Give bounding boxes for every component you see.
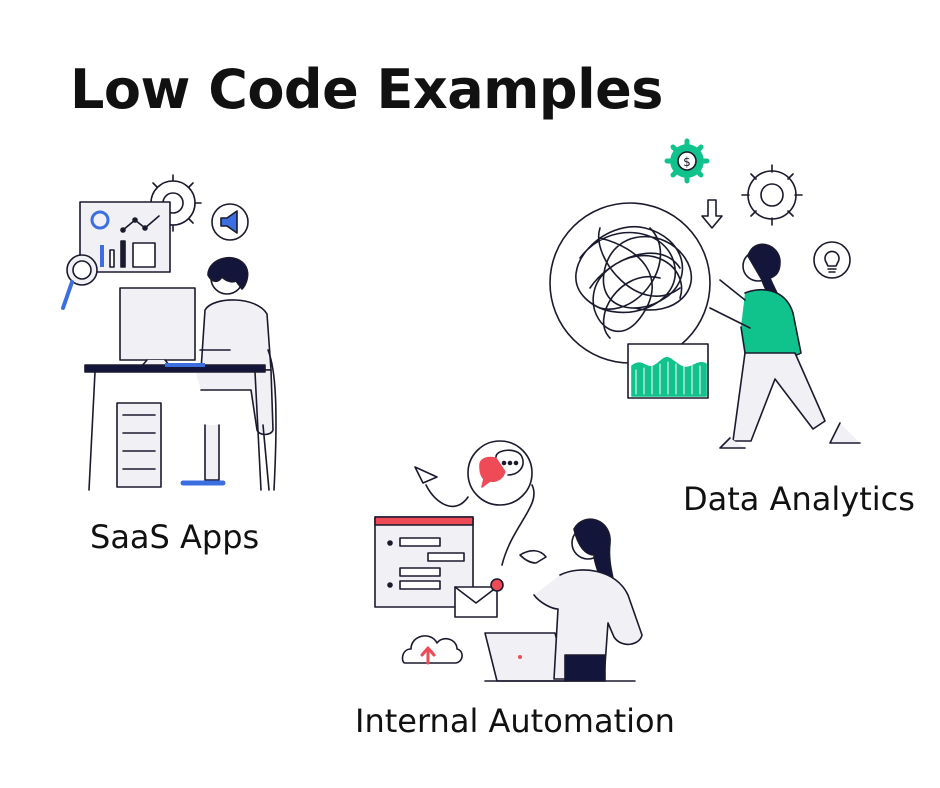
svg-text:$: $ [683, 155, 691, 169]
megaphone-icon [211, 203, 249, 241]
area-chart-icon [627, 343, 709, 399]
example-label-saas-apps: SaaS Apps [90, 518, 260, 556]
analytics-board-icon [79, 201, 171, 273]
woman-presenting-illustration [519, 518, 643, 682]
data-analytics-illustration: $ [540, 138, 910, 468]
example-label-internal-automation: Internal Automation [355, 702, 675, 740]
chat-bubble-icon [467, 440, 535, 566]
tangled-data-ball [549, 202, 711, 364]
cloud-upload-icon [401, 635, 463, 665]
dollar-gear-icon: $ [664, 138, 710, 184]
saas-apps-illustration [55, 165, 305, 495]
gear-icon [741, 164, 803, 226]
lightbulb-icon [813, 241, 851, 279]
envelope-icon [454, 578, 504, 618]
example-label-data-analytics: Data Analytics [683, 480, 915, 518]
paper-plane-icon [414, 466, 438, 484]
internal-automation-illustration [360, 425, 670, 690]
person-illustration [180, 257, 274, 486]
arrow-down-icon [701, 199, 723, 229]
woman-pushing-illustration [709, 243, 861, 449]
magnifier-icon [61, 254, 98, 310]
page-title: Low Code Examples [70, 58, 663, 121]
